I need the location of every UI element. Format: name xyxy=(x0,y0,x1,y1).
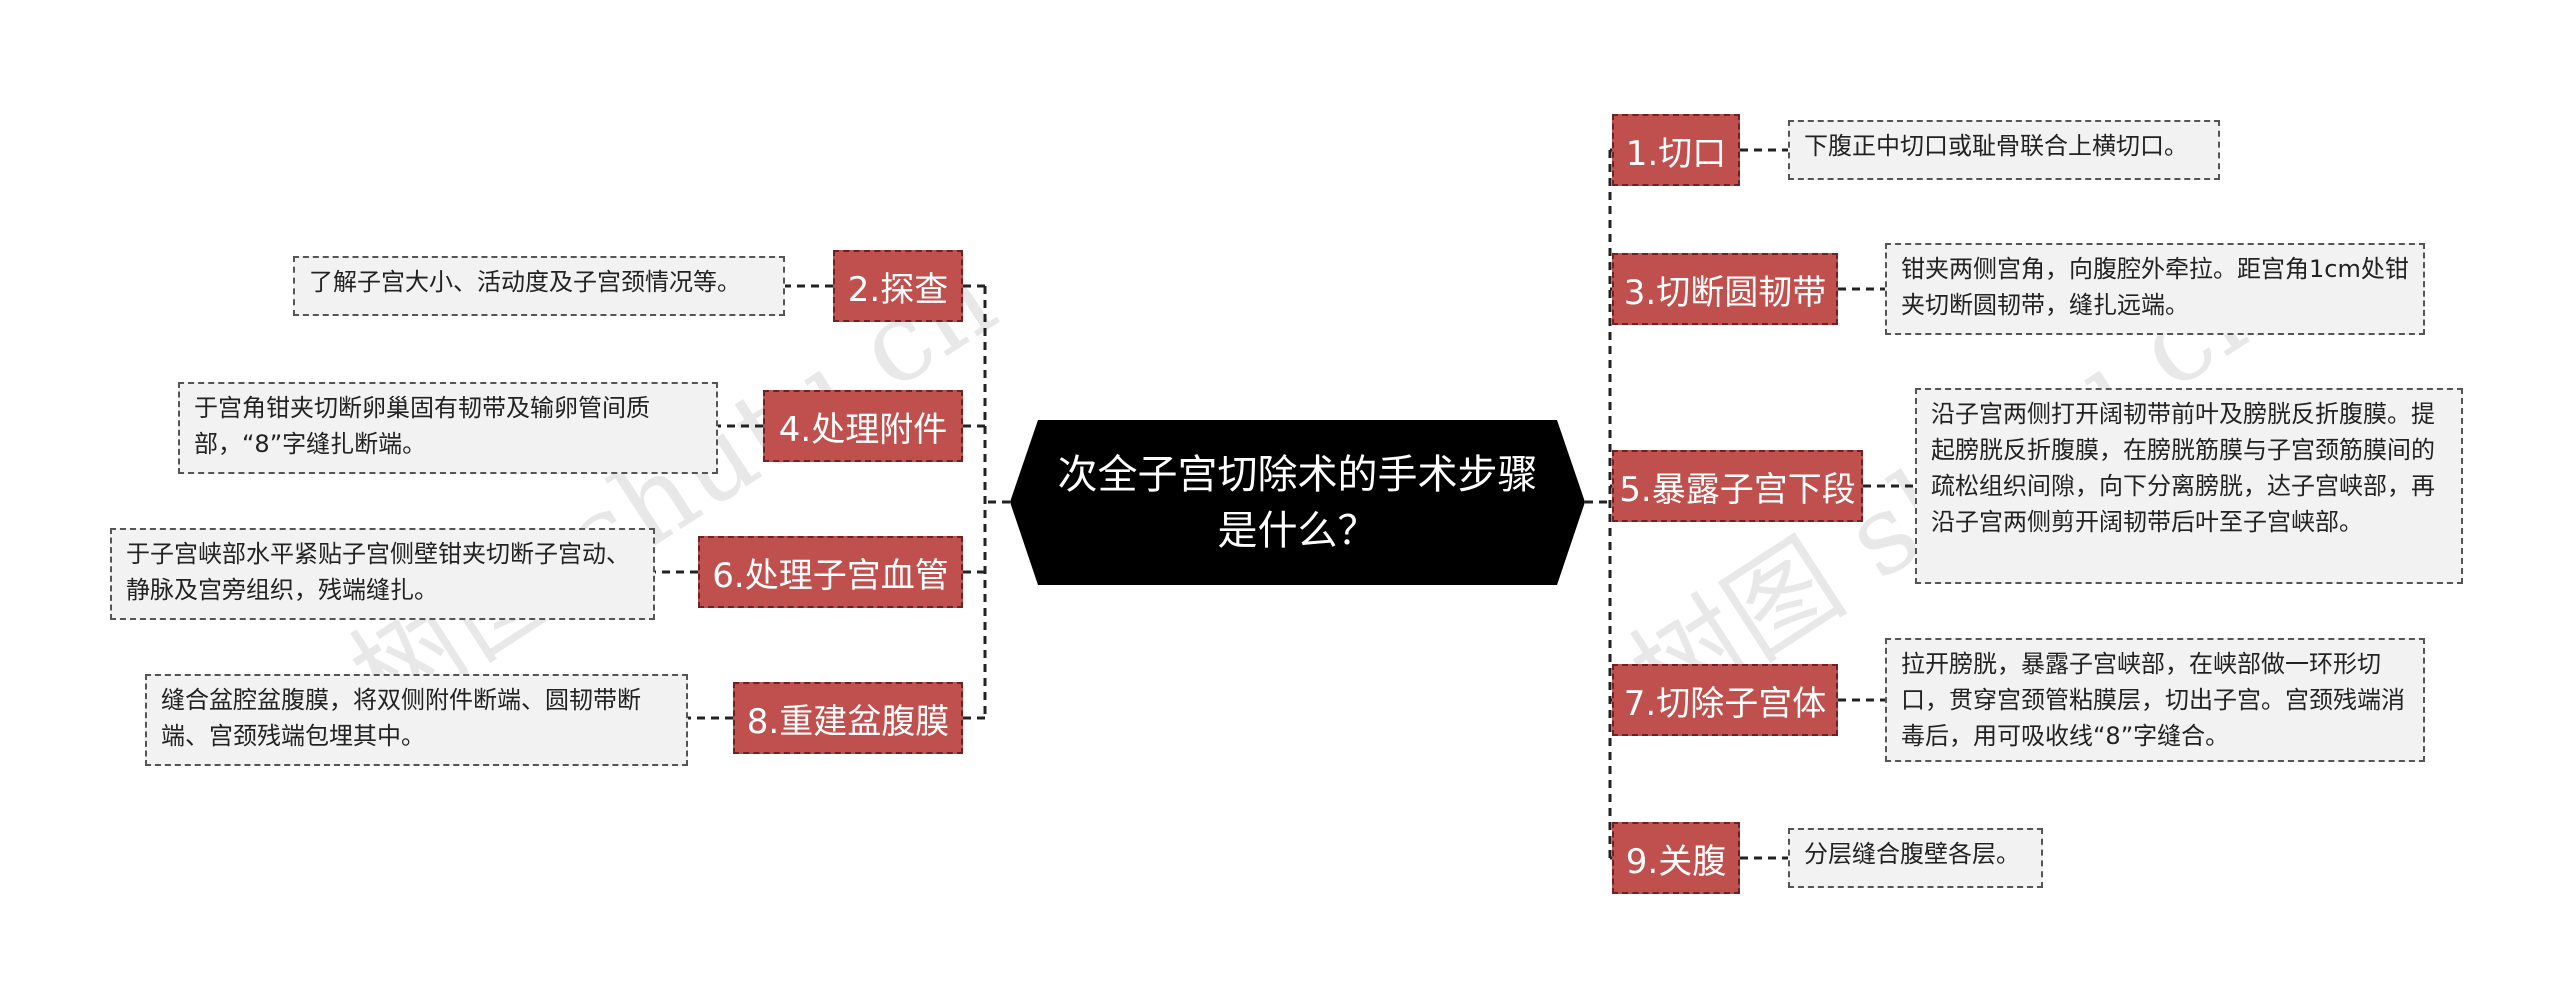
step-4-node[interactable]: 4.处理附件 xyxy=(763,390,963,462)
central-title: 次全子宫切除术的手术步骤是什么？ xyxy=(1057,451,1538,554)
step-7-node[interactable]: 7.切除子宫体 xyxy=(1612,664,1838,736)
step-4-detail: 于宫角钳夹切断卵巢固有韧带及输卵管间质部，“8”字缝扎断端。 xyxy=(178,382,718,474)
step-8-node[interactable]: 8.重建盆腹膜 xyxy=(733,682,963,754)
step-3-node[interactable]: 3.切断圆韧带 xyxy=(1612,253,1838,325)
step-6-node[interactable]: 6.处理子宫血管 xyxy=(698,536,963,608)
step-9-detail: 分层缝合腹壁各层。 xyxy=(1788,828,2043,888)
step-8-detail: 缝合盆腔盆腹膜，将双侧附件断端、圆韧带断端、宫颈残端包埋其中。 xyxy=(145,674,688,766)
step-6-detail: 于子宫峡部水平紧贴子宫侧壁钳夹切断子宫动、静脉及宫旁组织，残端缝扎。 xyxy=(110,528,655,620)
step-9-node[interactable]: 9.关腹 xyxy=(1612,822,1740,894)
step-7-detail: 拉开膀胱，暴露子宫峡部，在峡部做一环形切口，贯穿宫颈管粘膜层，切出子宫。宫颈残端… xyxy=(1885,638,2425,762)
step-5-detail: 沿子宫两侧打开阔韧带前叶及膀胱反折腹膜。提起膀胱反折腹膜，在膀胱筋膜与子宫颈筋膜… xyxy=(1915,388,2463,584)
step-3-detail: 钳夹两侧宫角，向腹腔外牵拉。距宫角1cm处钳夹切断圆韧带，缝扎远端。 xyxy=(1885,243,2425,335)
central-topic[interactable]: 次全子宫切除术的手术步骤是什么？ xyxy=(1010,420,1585,585)
step-2-detail: 了解子宫大小、活动度及子宫颈情况等。 xyxy=(293,256,785,316)
step-5-node[interactable]: 5.暴露子宫下段 xyxy=(1612,450,1863,522)
step-1-node[interactable]: 1.切口 xyxy=(1612,114,1740,186)
step-1-detail: 下腹正中切口或耻骨联合上横切口。 xyxy=(1788,120,2220,180)
central-shape xyxy=(1010,420,1585,585)
step-2-node[interactable]: 2.探查 xyxy=(833,250,963,322)
